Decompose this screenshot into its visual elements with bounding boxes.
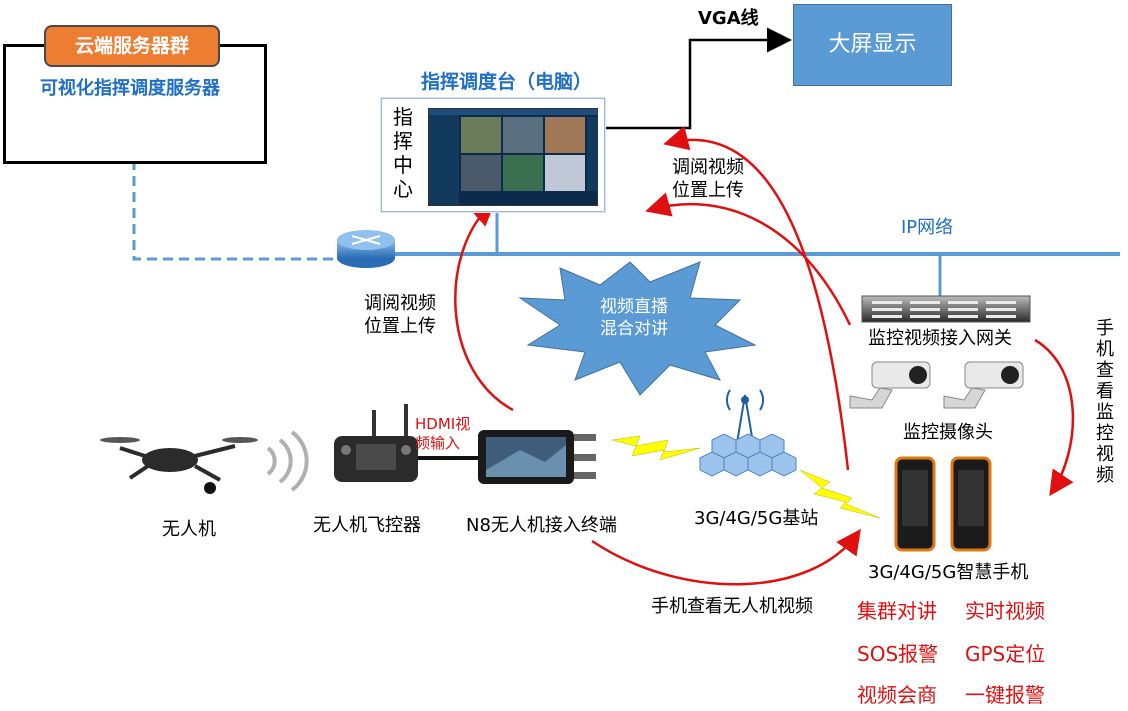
base-station-icon [699, 389, 797, 477]
feature-group-intercom: 集群对讲 [857, 599, 937, 623]
phone-view-monitor-label: 手机查看监控视频 [1096, 318, 1114, 486]
arrow-terminal-to-phone [591, 528, 861, 586]
feature-one-key-alarm: 一键报警 [965, 683, 1045, 707]
flight-controller-icon [334, 404, 418, 482]
gateway-label: 监控视频接入网关 [868, 328, 1012, 349]
console-screen-image [428, 108, 598, 206]
drone-icon [100, 437, 258, 494]
command-console: 指挥中心 [381, 98, 605, 212]
cloud-dashed-link [132, 160, 338, 261]
vga-label: VGA线 [698, 8, 759, 29]
upload-caption: 调阅视频 位置上传 [672, 157, 744, 201]
arrow-terminal-to-console [454, 200, 514, 412]
lightning-terminal-base [611, 435, 701, 461]
camera-icon-2 [943, 361, 1024, 409]
arrow-gateway-to-console [645, 192, 852, 326]
console-title: 指挥调度台（电脑） [421, 71, 593, 93]
smartphone-label: 3G/4G/5G智慧手机 [868, 562, 1029, 583]
flight-controller-label: 无人机飞控器 [313, 515, 421, 536]
console-label: 指挥中心 [393, 105, 413, 201]
smartphone-icon-2 [950, 456, 992, 552]
arrow-phone-to-console [663, 126, 850, 471]
arrow-gateway-to-phone [1034, 338, 1075, 497]
ip-network-label: IP网络 [901, 217, 954, 238]
terminal-label: N8无人机接入终端 [466, 515, 617, 536]
hdmi-input-label: HDMI视 频输入 [415, 415, 471, 452]
router-caption: 调阅视频 位置上传 [364, 293, 436, 337]
feature-sos-alarm: SOS报警 [857, 642, 939, 666]
router-icon [337, 230, 395, 268]
live-video-cloud-label: 视频直播 混合对讲 [600, 297, 668, 339]
cloud-server-label: 可视化指挥调度服务器 [40, 78, 220, 99]
live-video-cloud-shape [518, 261, 757, 396]
gateway-server-icon [861, 295, 1031, 323]
base-station-label: 3G/4G/5G基站 [694, 508, 819, 529]
camera-label: 监控摄像头 [903, 422, 993, 443]
feature-realtime-video: 实时视频 [965, 599, 1045, 623]
n8-terminal-icon [478, 430, 596, 484]
lightning-base-phone [799, 469, 881, 519]
big-screen-display: 大屏显示 [793, 4, 952, 86]
feature-gps-location: GPS定位 [965, 642, 1046, 666]
signal-waves-icon [266, 430, 309, 492]
smartphone-icon-1 [894, 456, 936, 552]
camera-icon-1 [849, 361, 931, 409]
drone-label: 无人机 [162, 519, 216, 540]
vga-cable [603, 27, 792, 130]
feature-video-conference: 视频会商 [857, 683, 937, 707]
phone-view-drone-label: 手机查看无人机视频 [651, 596, 813, 617]
cloud-server-group-tag: 云端服务器群 [44, 25, 220, 67]
